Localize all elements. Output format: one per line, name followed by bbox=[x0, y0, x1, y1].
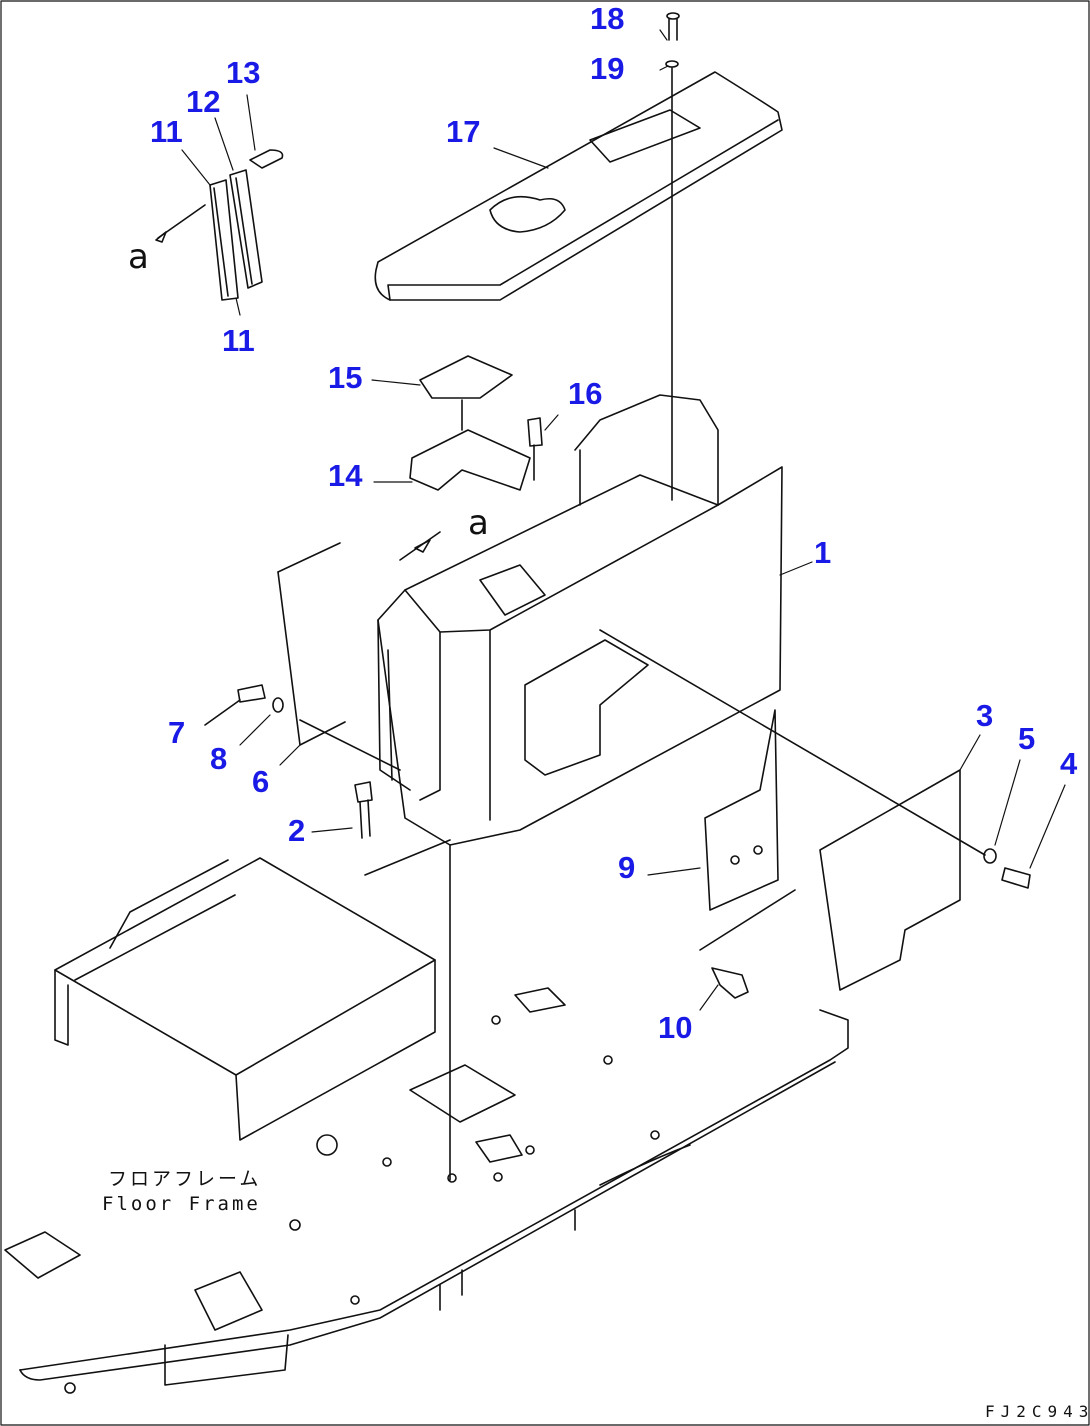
callout-10: 10 bbox=[658, 1010, 693, 1045]
floor-frame-part bbox=[4, 987, 849, 1394]
callout-14: 14 bbox=[328, 458, 363, 493]
callout-12: 12 bbox=[186, 84, 221, 119]
armrest-cover-part bbox=[374, 71, 783, 301]
leader-lines bbox=[181, 29, 1066, 1011]
callout-5: 5 bbox=[1018, 721, 1036, 756]
callout-6: 6 bbox=[252, 764, 270, 799]
callout-16: 16 bbox=[568, 376, 603, 411]
main-console-part bbox=[377, 394, 783, 1181]
bolt-washer-parts bbox=[204, 684, 284, 726]
callout-2: 2 bbox=[288, 813, 306, 848]
callout-8: 8 bbox=[210, 741, 228, 776]
plate-part bbox=[699, 709, 796, 951]
side-panel-part bbox=[277, 542, 401, 771]
callout-13: 13 bbox=[226, 55, 261, 90]
callout-4: 4 bbox=[1060, 746, 1078, 781]
bracket-parts bbox=[409, 355, 543, 491]
callout-17: 17 bbox=[446, 114, 481, 149]
callout-19: 19 bbox=[590, 51, 625, 86]
seat-box-part bbox=[54, 857, 436, 1141]
callout-9: 9 bbox=[618, 850, 636, 885]
floor-frame-label-jp: フロアフレーム bbox=[108, 1168, 262, 1190]
callout-11-top: 11 bbox=[150, 114, 183, 149]
reference-mark-a-detail: a bbox=[128, 237, 149, 277]
floor-frame-label-en: Floor Frame bbox=[102, 1193, 261, 1215]
callout-1: 1 bbox=[814, 535, 832, 570]
callout-15: 15 bbox=[328, 360, 363, 395]
callout-18: 18 bbox=[590, 1, 625, 36]
callout-7: 7 bbox=[168, 715, 186, 750]
bolt-2-part bbox=[354, 781, 451, 876]
drawing-code: FJ2C943 bbox=[985, 1402, 1090, 1421]
cover-part bbox=[599, 629, 1031, 991]
bolt-10-part bbox=[711, 967, 749, 999]
detail-a-parts bbox=[155, 149, 284, 301]
callout-3: 3 bbox=[976, 698, 994, 733]
reference-mark-a-console: a bbox=[468, 503, 489, 543]
top-screw-part bbox=[665, 12, 680, 501]
callout-11-bottom: 11 bbox=[222, 323, 255, 358]
